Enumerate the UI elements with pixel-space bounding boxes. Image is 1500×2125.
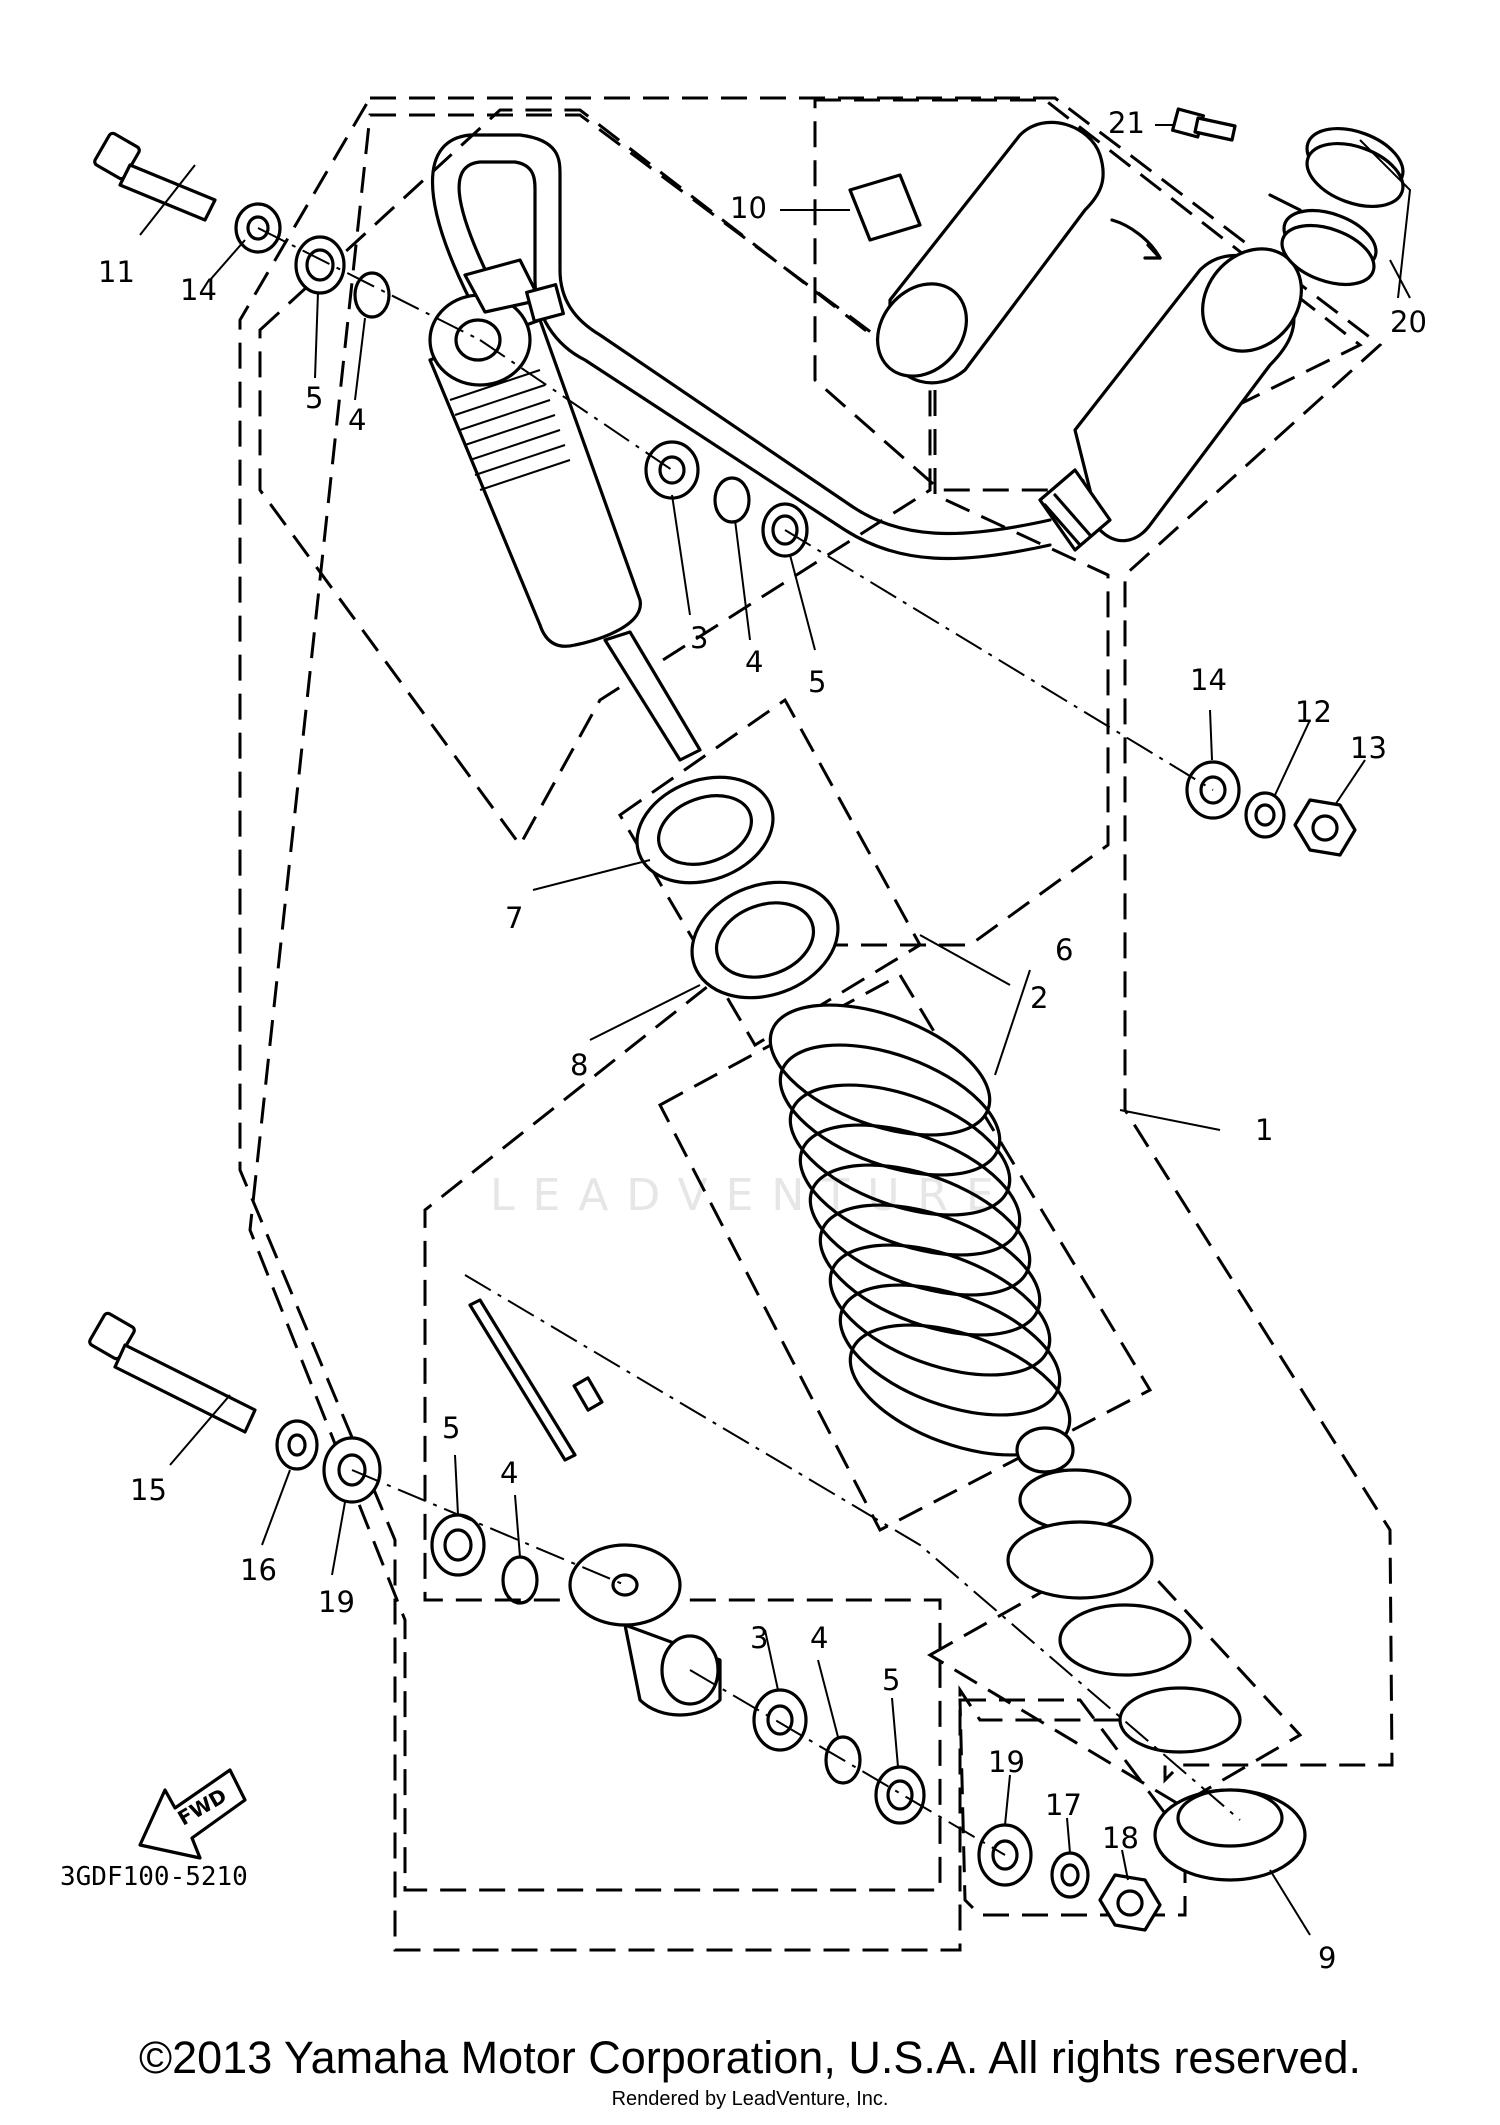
callout-18: 18	[1102, 1821, 1139, 1855]
reservoir-tank	[1038, 247, 1303, 552]
nut-18	[1098, 1873, 1162, 1932]
upper-mounting-bolt	[93, 131, 217, 222]
coil-spring-6	[768, 1003, 1072, 1457]
alignment-line-diagonal	[464, 1274, 1241, 1821]
callout-14-left: 14	[180, 273, 217, 307]
callout-6: 6	[1055, 933, 1073, 967]
alignment-line-lower-left	[351, 1469, 626, 1586]
callout-20: 20	[1390, 305, 1427, 339]
callout-10: 10	[730, 191, 767, 225]
callout-5-c: 5	[442, 1411, 460, 1445]
callout-3-upper: 3	[690, 621, 708, 655]
assembly-2-outline	[248, 113, 1110, 1892]
callout-21: 21	[1108, 106, 1145, 140]
callout-16: 16	[240, 1553, 277, 1587]
nut-13-right	[1293, 798, 1357, 857]
shock-body-group-outline	[258, 108, 932, 848]
callout-4-d: 4	[810, 1621, 828, 1655]
callout-5-b: 5	[808, 665, 826, 699]
oil-seal-5-lower-right	[874, 1765, 926, 1825]
callout-9: 9	[1318, 1941, 1336, 1975]
callout-19-left: 19	[318, 1585, 355, 1619]
lower-mounting-bolt	[88, 1311, 257, 1434]
locknut-8	[690, 880, 840, 1000]
callout-7: 7	[505, 901, 523, 935]
callout-2: 2	[1030, 981, 1048, 1015]
reservoir-cap-part	[848, 120, 1162, 385]
circlip-4-lower-left	[501, 1555, 539, 1605]
washer-16	[275, 1419, 319, 1471]
bottom-right-group-outline	[958, 1698, 1187, 1917]
callout-1: 1	[1255, 1113, 1273, 1147]
callout-labels: 1 2 3 3 4 4 4 4 5 5 5 5 6 7 8 9 10 11 12…	[98, 106, 1427, 1975]
oil-seal-5-lower-left	[430, 1513, 486, 1577]
callout-3-lower: 3	[750, 1621, 768, 1655]
callout-4-a: 4	[348, 403, 366, 437]
callout-5-d: 5	[882, 1663, 900, 1697]
alignment-line-upper-right	[479, 339, 1214, 791]
bump-stop-stack	[1006, 1426, 1242, 1754]
pivot-rod	[468, 1298, 604, 1462]
locknut-7	[635, 775, 775, 885]
alignment-line-lower-right	[689, 1669, 1006, 1856]
callout-14-right: 14	[1190, 663, 1227, 697]
bottom-seat-group-outline	[927, 1543, 1303, 1807]
callout-4-c: 4	[500, 1456, 518, 1490]
copyright-notice: ©2013 Yamaha Motor Corporation, U.S.A. A…	[138, 2032, 1362, 2083]
oil-seal-5-upper-left	[294, 235, 346, 295]
circlip-4-upper-left	[353, 271, 391, 319]
fwd-arrow-icon: FWD	[138, 1768, 247, 1860]
watermark-text: LEADVENTURE	[490, 1170, 1012, 1221]
rendered-by-note: Rendered by LeadVenture, Inc.	[611, 2088, 889, 2110]
callout-8: 8	[570, 1048, 588, 1082]
reservoir-hose	[431, 133, 1052, 536]
callout-15: 15	[130, 1473, 167, 1507]
leader-lines	[139, 124, 1412, 1936]
bushing-3-lower	[752, 1688, 808, 1752]
circlip-4-lower-right	[824, 1735, 862, 1785]
bushing-3-upper	[644, 440, 700, 500]
circlip-4-upper-right	[713, 476, 751, 524]
callout-5-a: 5	[305, 381, 323, 415]
alignment-line-upper-left	[257, 227, 481, 341]
callout-12: 12	[1295, 695, 1332, 729]
washer-17	[1050, 1851, 1090, 1899]
callout-13: 13	[1350, 731, 1387, 765]
callout-4-b: 4	[745, 645, 763, 679]
washer-12-right	[1244, 791, 1286, 839]
reservoir-clamp-bands	[1268, 127, 1405, 287]
callout-19-right: 19	[988, 1745, 1025, 1779]
diagram-code: 3GDF100-5210	[60, 1862, 248, 1892]
callout-11: 11	[98, 255, 135, 289]
shock-absorber-body	[428, 258, 702, 762]
clamp-bolt	[1170, 107, 1237, 142]
callout-17: 17	[1045, 1788, 1082, 1822]
spring-seat-9	[1153, 1788, 1307, 1882]
